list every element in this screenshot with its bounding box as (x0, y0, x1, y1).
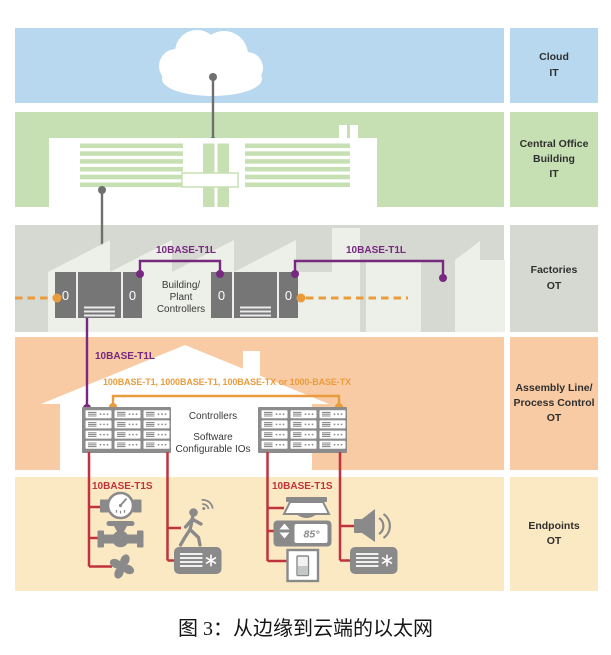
band-endpoints (15, 477, 504, 591)
thermostat-reading: 85° (304, 529, 321, 541)
label-10base-t1s-left: 10BASE-T1S (92, 481, 153, 492)
fan-icon (109, 554, 135, 579)
io-module-rack-icon (258, 407, 347, 453)
figure-caption: 图 3：从边缘到云端的以太网 (178, 618, 433, 640)
label-10base-t1l-factories-right: 10BASE-T1L (346, 245, 407, 256)
controller-port-label: 0 (218, 288, 225, 303)
pressure-gauge-icon (100, 491, 142, 520)
fieldbus-dashed-link (15, 293, 408, 303)
label-software-configurable-ios: Software Configurable IOs (175, 432, 251, 455)
band-label-factories: Factories OT (510, 225, 598, 332)
controller-port-label: 0 (285, 288, 292, 303)
label-assembly-trunk: 100BASE-T1, 1000BASE-T1, 100BASE-TX or 1… (103, 377, 351, 387)
valve-icon (97, 521, 144, 548)
motion-sensor-icon (178, 499, 214, 547)
label-building-plant-controllers: Building/ Plant Controllers (156, 280, 206, 315)
ceiling-detector-icon (282, 497, 331, 518)
hvac-unit-icon (349, 546, 399, 575)
band-label-endpoints: Endpoints OT (510, 477, 598, 591)
cloud-icon (159, 30, 263, 96)
light-switch-icon (286, 548, 320, 583)
band-label-cloud: Cloud IT (510, 28, 598, 103)
label-10base-t1l-assembly: 10BASE-T1L (95, 351, 156, 362)
speaker-icon (354, 509, 391, 542)
plc-controller-icon (55, 272, 298, 318)
hvac-unit-icon (174, 547, 222, 574)
label-10base-t1s-right: 10BASE-T1S (272, 481, 333, 492)
diagram-canvas: 0 0 0 0 (15, 30, 505, 583)
controller-port-label: 0 (62, 288, 69, 303)
thermostat-icon: 85° (273, 520, 332, 547)
link-10base-t1s-lines (87, 452, 354, 568)
link-10base-t1l-factories-left (136, 259, 224, 278)
link-10base-t1l-factories-right (291, 259, 447, 282)
office-building-icon (49, 125, 377, 207)
band-label-central-office: Central Office Building IT (510, 112, 598, 207)
band-label-assembly: Assembly Line/ Process Control OT (510, 337, 598, 470)
label-controllers: Controllers (188, 411, 238, 422)
controller-port-label: 0 (129, 288, 136, 303)
io-module-rack-icon (82, 407, 171, 453)
label-10base-t1l-factories-left: 10BASE-T1L (156, 245, 217, 256)
